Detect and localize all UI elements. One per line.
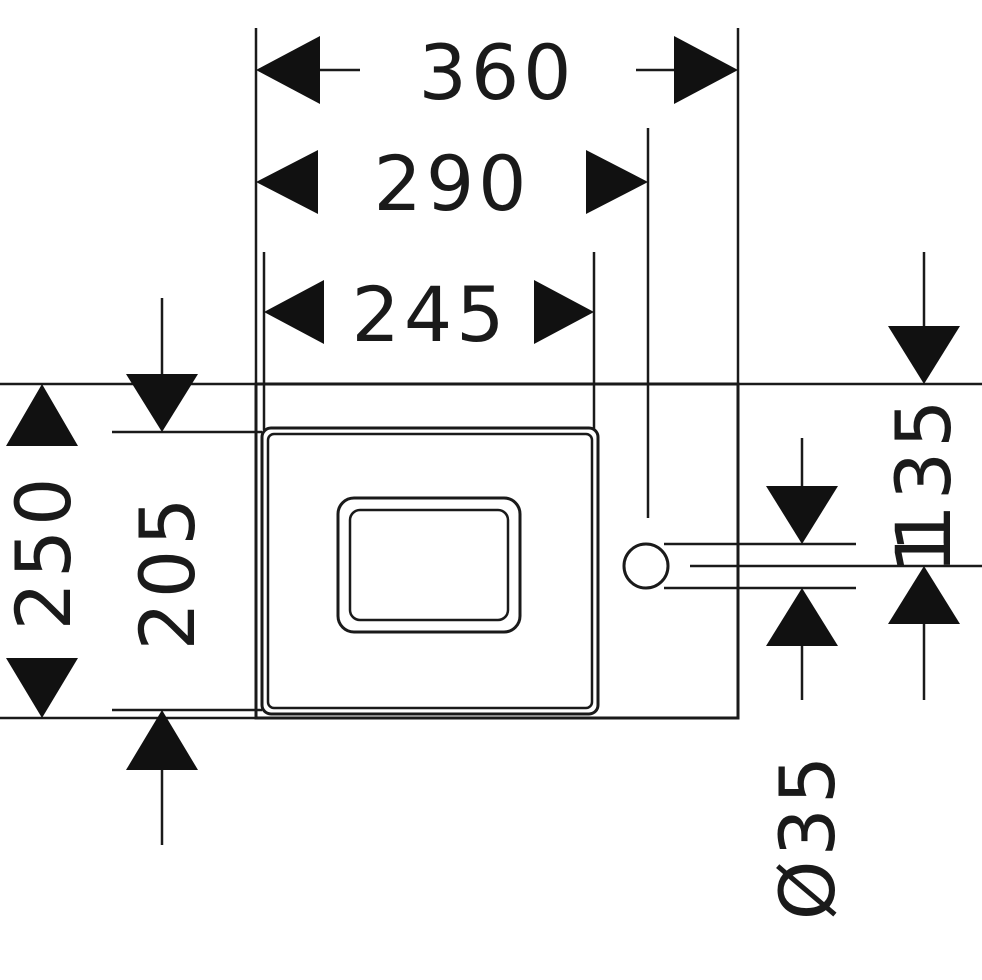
extension-lines — [0, 28, 982, 720]
dim-245-label: 245 — [351, 270, 508, 359]
outer-frame — [254, 382, 740, 720]
dim-360-label: 360 — [418, 28, 575, 117]
dim-135: 135 1 — [879, 252, 968, 700]
dim-290: 290 — [256, 139, 648, 228]
flush-button — [336, 496, 522, 634]
dim-diameter-35: Ø35 — [763, 438, 852, 920]
dim-290-label: 290 — [373, 139, 530, 228]
dim-245: 245 — [264, 270, 594, 359]
dim-250-label: 250 — [0, 473, 88, 630]
dim-250: 250 — [0, 384, 88, 718]
dim-diameter-label: Ø35 — [763, 752, 852, 921]
pipe-hole — [622, 542, 670, 590]
dim-1-label: 1 — [879, 522, 968, 574]
dim-360: 360 — [256, 28, 738, 117]
dim-205: 205 — [123, 298, 212, 845]
dim-205-label: 205 — [123, 493, 212, 650]
flush-plate — [260, 426, 600, 716]
dim-135-label: 135 — [879, 395, 968, 552]
